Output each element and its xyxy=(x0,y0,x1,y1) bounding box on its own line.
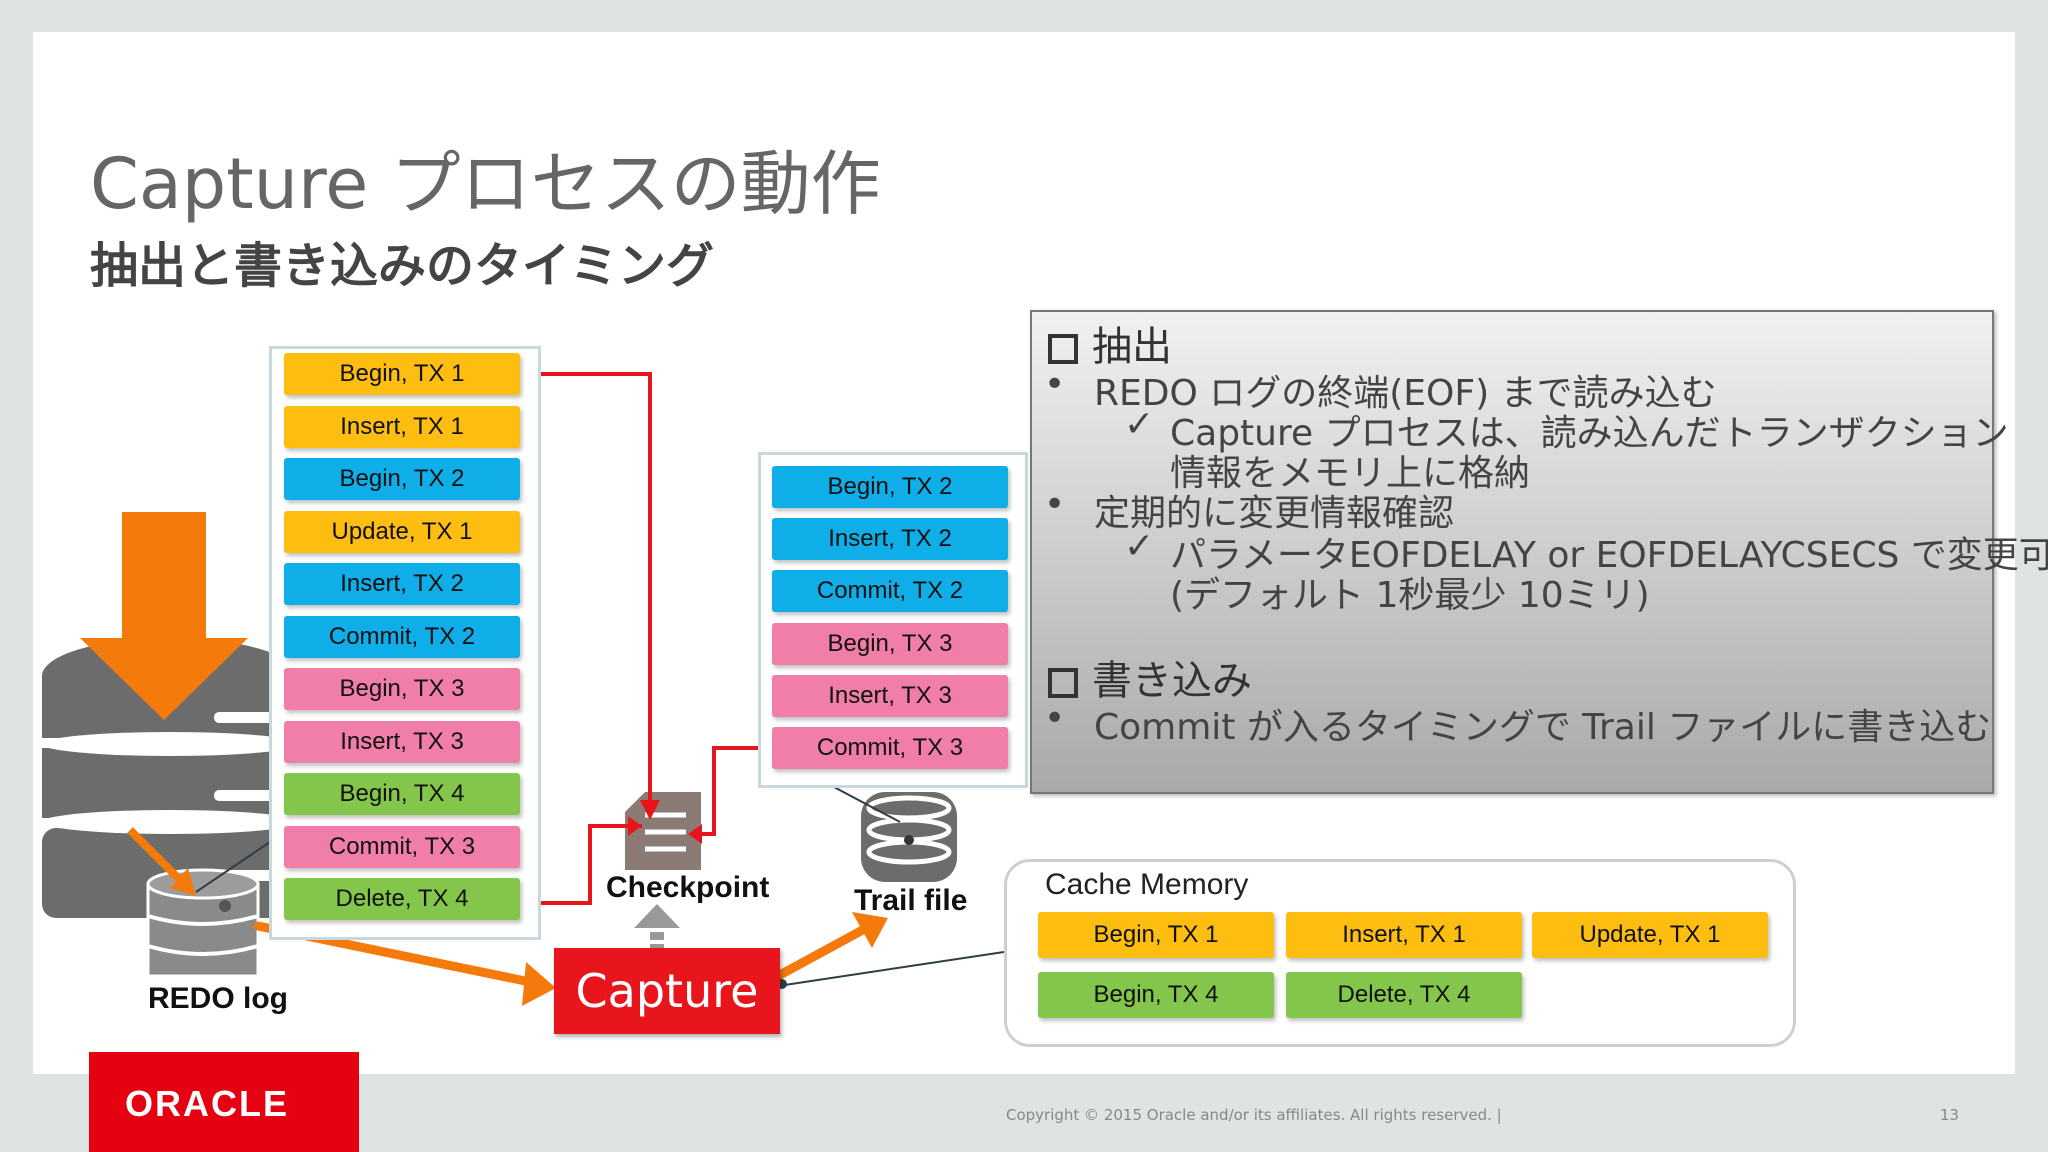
redo-log-icon xyxy=(146,868,260,978)
checkpoint-label: Checkpoint xyxy=(606,871,770,904)
trail-file-label: Trail file xyxy=(854,884,968,917)
info-bullet-2: 定期的に変更情報確認 xyxy=(1094,493,1455,534)
redo-record: Insert, TX 3 xyxy=(284,720,520,763)
down-arrow-icon xyxy=(80,512,248,720)
checkpoint-icon xyxy=(625,792,701,870)
slide-title: Capture プロセスの動作 xyxy=(90,143,881,225)
checkbox-icon xyxy=(1048,334,1078,364)
cache-record: Delete, TX 4 xyxy=(1286,972,1522,1018)
redo-record: Commit, TX 2 xyxy=(284,615,520,658)
copyright-text: Copyright © 2015 Oracle and/or its affil… xyxy=(1006,1106,1502,1124)
info-check-2a: パラメータEOFDELAY or EOFDELAYCSECS で変更可 xyxy=(1170,535,2048,576)
trail-record: Commit, TX 2 xyxy=(772,570,1008,613)
checkbox-icon xyxy=(1048,668,1078,698)
redo-record: Begin, TX 3 xyxy=(284,668,520,710)
bullet-icon: • xyxy=(1044,698,1066,739)
cache-record: Insert, TX 1 xyxy=(1286,912,1522,958)
cache-record: Begin, TX 4 xyxy=(1038,972,1274,1018)
info-bullet-3: Commit が入るタイミングで Trail ファイルに書き込む xyxy=(1094,707,1992,748)
info-check-1a: Capture プロセスは、読み込んだトランザクション xyxy=(1170,413,2009,454)
trail-record: Begin, TX 2 xyxy=(772,466,1008,508)
section2-header: 書き込み xyxy=(1048,648,1252,706)
bullet-icon: • xyxy=(1044,364,1066,405)
redo-record: Update, TX 1 xyxy=(284,510,520,553)
redo-record: Insert, TX 1 xyxy=(284,405,520,448)
oracle-logo-text: ORACLE xyxy=(125,1083,289,1124)
trail-record: Commit, TX 3 xyxy=(772,727,1008,769)
info-panel xyxy=(1030,310,1994,794)
oracle-logo xyxy=(89,1052,359,1152)
info-check-2b: (デフォルト 1秒最少 10ミリ) xyxy=(1170,575,1650,616)
info-check-1b: 情報をメモリ上に格納 xyxy=(1170,453,1531,494)
capture-process-box: Capture xyxy=(554,948,780,1034)
trail-record: Insert, TX 2 xyxy=(772,518,1008,561)
redo-log-label: REDO log xyxy=(148,982,288,1015)
trail-file-icon xyxy=(861,792,957,882)
dashed-up-arrow xyxy=(634,904,680,952)
cache-record: Update, TX 1 xyxy=(1532,912,1768,958)
redo-record: Begin, TX 1 xyxy=(284,353,520,395)
trail-record: Begin, TX 3 xyxy=(772,622,1008,665)
redo-record: Delete, TX 4 xyxy=(284,878,520,920)
slide-subtitle: 抽出と書き込みのタイミング xyxy=(90,238,715,294)
redo-record: Insert, TX 2 xyxy=(284,563,520,605)
redo-record: Commit, TX 3 xyxy=(284,825,520,868)
check-icon: ✓ xyxy=(1124,526,1155,567)
trail-record: Insert, TX 3 xyxy=(772,674,1008,717)
redo-record: Begin, TX 2 xyxy=(284,458,520,500)
section1-header: 抽出 xyxy=(1048,314,1172,372)
cache-memory-title: Cache Memory xyxy=(1045,868,1249,901)
cache-record: Begin, TX 1 xyxy=(1038,912,1274,958)
page-number: 13 xyxy=(1940,1106,1960,1124)
check-icon: ✓ xyxy=(1124,404,1155,445)
info-bullet-1: REDO ログの終端(EOF) まで読み込む xyxy=(1094,373,1717,414)
redo-record: Begin, TX 4 xyxy=(284,773,520,815)
bullet-icon: • xyxy=(1044,484,1066,525)
